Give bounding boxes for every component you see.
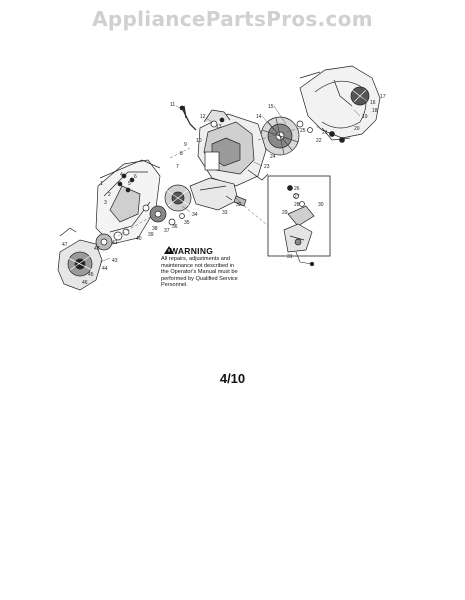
warning-line-1: All repairs, adjustments and [161,256,231,262]
callout-22: 22 [316,138,322,144]
callout-1: 1 [100,181,103,187]
recoil-starter-part [57,239,103,291]
starter-pulley-part [95,233,113,251]
callout-24: 24 [270,154,276,160]
clutch-gear-part [149,205,167,223]
callout-41: 41 [112,240,118,246]
callout-8: 8 [180,151,183,157]
callout-10: 10 [196,138,202,144]
callout-37: 37 [164,228,170,234]
warning-line-3: the Operator's Manual must be [161,269,238,276]
callout-21: 21 [322,130,328,136]
callout-31: 31 [287,254,293,260]
callout-23: 23 [264,164,270,170]
callout-13: 13 [216,124,222,130]
callout-47: 47 [62,242,68,248]
callout-6: 6 [134,174,137,180]
impeller-fan-part [260,116,300,156]
callout-11: 11 [170,102,175,108]
callout-20: 20 [354,126,360,132]
warning-line-2: maintenance not described in [161,262,235,269]
callout-39: 39 [148,232,154,238]
callout-15: 15 [268,104,274,110]
callout-17: 17 [380,94,386,100]
rear-housing-part [95,159,161,245]
callout-44: 44 [102,266,108,272]
callout-29: 29 [282,210,288,216]
watermark: AppliancePartsPros.com [92,7,373,31]
callout-34: 34 [192,212,198,218]
callout-3: 3 [104,200,107,206]
callout-42: 42 [94,246,100,252]
callout-25: 25 [300,128,306,134]
callout-43: 43 [112,258,118,264]
callout-18: 18 [372,108,378,114]
callout-45: 45 [88,272,94,278]
callout-5: 5 [128,181,131,187]
flywheel-part [164,184,192,212]
engine-block-part [197,109,269,187]
warning-line-4: performed by Qualified Service [161,275,238,282]
warning-triangle-icon [164,246,174,254]
callout-32: 32 [236,202,242,208]
callout-9: 9 [184,142,187,148]
warning-notice: WARNING All repairs, adjustments and mai… [161,246,301,289]
callout-36: 36 [172,224,178,230]
blower-housing-part [299,65,381,141]
fuel-tank-part [189,177,239,211]
warning-line-5: Personnel. [161,282,188,289]
carburetor-inset [267,175,331,257]
callout-33: 33 [222,210,228,216]
callout-14: 14 [256,114,262,120]
callout-40: 40 [136,236,142,242]
callout-38: 38 [152,226,158,232]
callout-12: 12 [200,114,206,120]
page-number: 4/10 [219,371,246,386]
callout-16: 16 [370,100,376,106]
callout-28: 28 [294,202,300,208]
callout-2: 2 [108,192,111,198]
warning-title: WARNING [170,246,214,256]
callout-30: 30 [318,202,324,208]
callout-7: 7 [176,164,179,170]
callout-46: 46 [82,280,88,286]
callout-4: 4 [120,172,123,178]
callout-27: 27 [294,194,300,200]
callout-26: 26 [294,186,300,192]
callout-19: 19 [362,114,368,120]
callout-35: 35 [184,220,190,226]
